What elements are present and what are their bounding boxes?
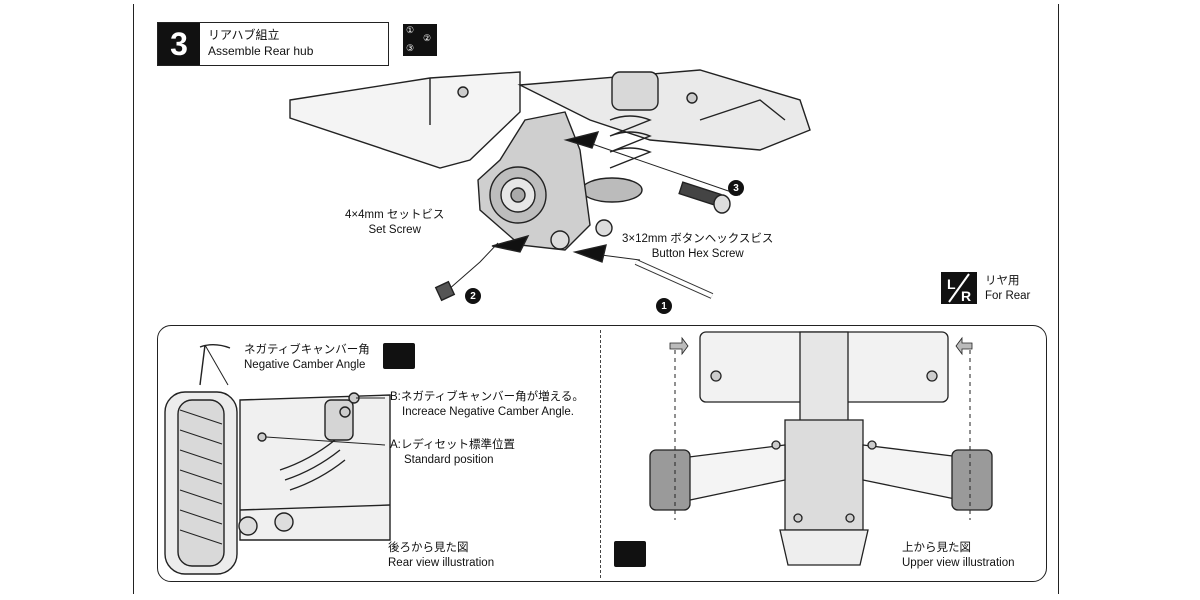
reference-inset-box	[157, 325, 1047, 582]
order-step-3: ③	[406, 43, 415, 53]
callout-number-2: 2	[465, 288, 481, 304]
for-rear-ja: リヤ用	[985, 275, 1020, 287]
for-rear-label: リヤ用 For Rear	[985, 274, 1030, 304]
inset-divider	[600, 330, 601, 578]
rear-view-caption: 後ろから見た図 Rear view illustration	[388, 541, 494, 571]
step-header: 3 リアハブ組立 Assemble Rear hub	[157, 22, 389, 66]
order-step-2: ②	[423, 33, 432, 43]
hex-screw-ja: 3×12mm ボタンヘックスビス	[622, 233, 774, 245]
upper-view-caption: 上から見た図 Upper view illustration	[902, 541, 1015, 571]
upper-view-caption-ja: 上から見た図	[902, 542, 971, 554]
pointing-hand-icon	[614, 541, 646, 567]
rear-view-caption-en: Rear view illustration	[388, 557, 495, 569]
position-b-en: Increace Negative Camber Angle.	[402, 406, 574, 418]
set-screw-ja: 4×4mm セットビス	[345, 209, 445, 221]
camber-angle-ja: ネガティブキャンバー角	[244, 344, 370, 356]
position-b-ja: B:ネガティブキャンバー角が増える。	[390, 391, 584, 403]
camber-angle-en: Negative Camber Angle	[244, 359, 366, 371]
hex-screw-label: 3×12mm ボタンヘックスビス Button Hex Screw	[622, 232, 773, 262]
step-number: 3	[158, 23, 200, 65]
position-a-ja: A:レディセット標準位置	[390, 439, 516, 451]
page-frame	[133, 4, 1059, 594]
set-screw-label: 4×4mm セットビス Set Screw	[345, 208, 444, 238]
position-b-label: B:ネガティブキャンバー角が増える。 Increace Negative Cam…	[390, 390, 584, 420]
arrange-order-icon: ① ② ③	[403, 24, 437, 56]
left-right-icon: L R	[941, 272, 977, 304]
for-rear-en: For Rear	[985, 290, 1031, 302]
pointing-hand-icon	[383, 343, 415, 369]
rear-view-caption-ja: 後ろから見た図	[388, 542, 469, 554]
callout-number-3: 3	[728, 180, 744, 196]
step-title-en: Assemble Rear hub	[208, 44, 314, 58]
lr-letter-r: R	[961, 288, 971, 304]
position-a-label: A:レディセット標準位置 Standard position	[390, 438, 515, 468]
upper-view-caption-en: Upper view illustration	[902, 557, 1015, 569]
step-titles: リアハブ組立 Assemble Rear hub	[200, 23, 321, 65]
step-title-ja: リアハブ組立	[208, 28, 280, 42]
order-step-1: ①	[406, 25, 415, 35]
position-a-en: Standard position	[404, 454, 494, 466]
set-screw-en: Set Screw	[368, 224, 421, 236]
lr-letter-l: L	[947, 276, 956, 292]
hex-screw-en: Button Hex Screw	[651, 248, 744, 260]
camber-angle-label: ネガティブキャンバー角 Negative Camber Angle	[244, 343, 370, 373]
callout-number-1: 1	[656, 298, 672, 314]
